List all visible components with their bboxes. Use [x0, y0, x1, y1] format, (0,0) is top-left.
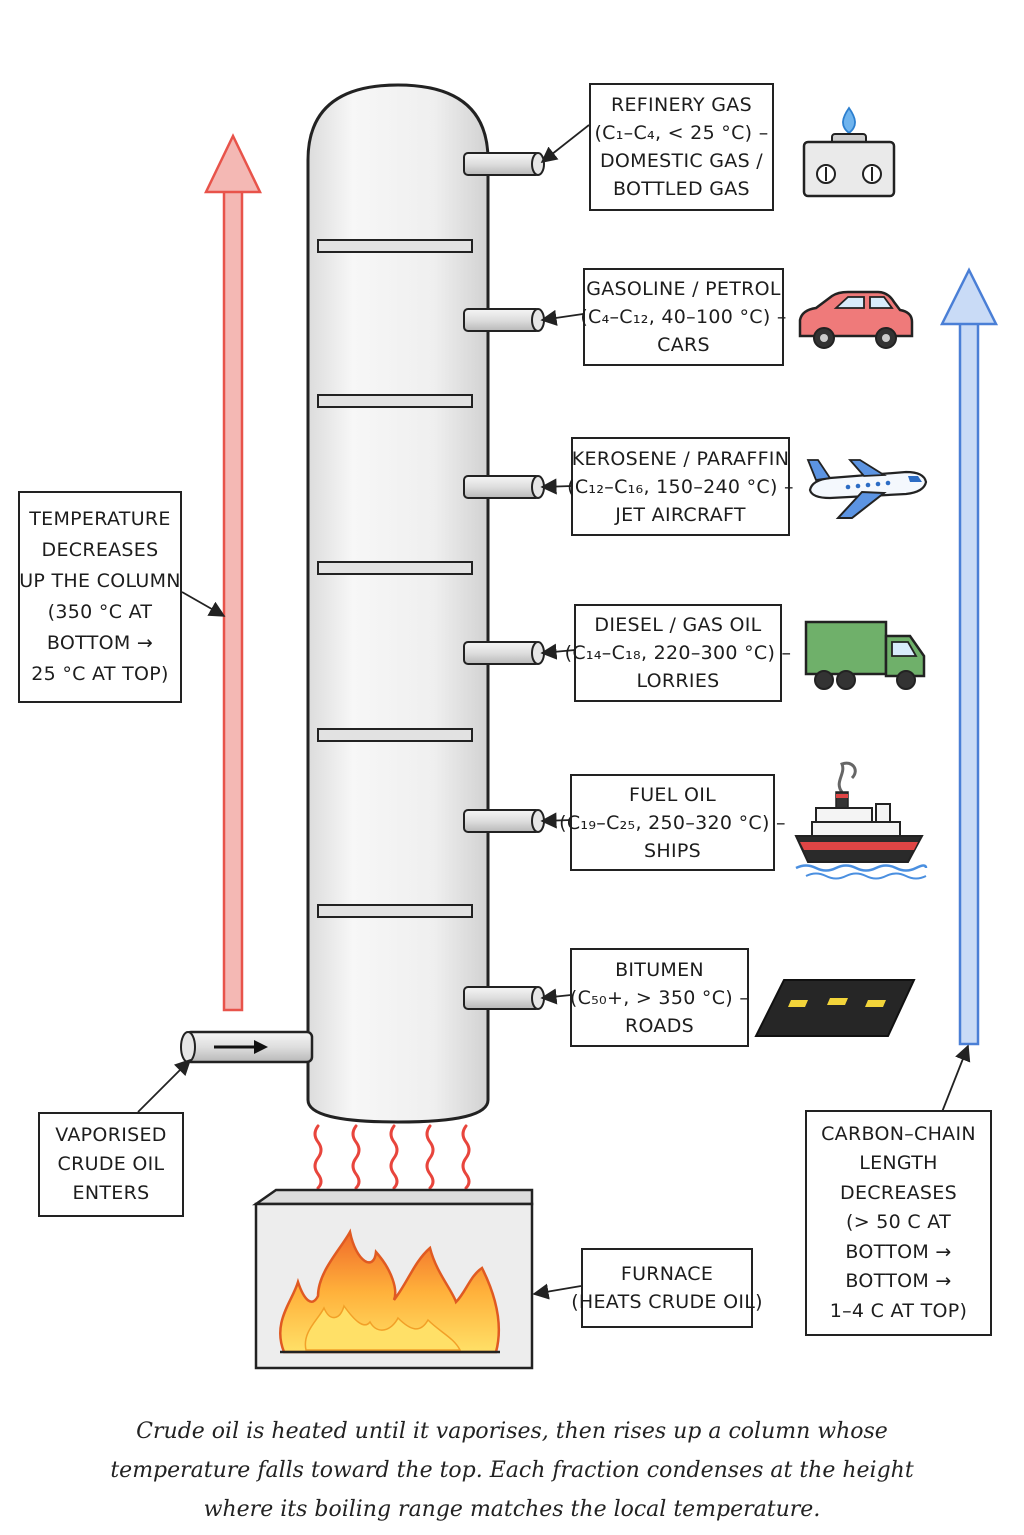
label-gasoline-line2: (C₄–C₁₂, 40–100 °C) – [580, 306, 787, 328]
label-kerosene-line3: JET AIRCRAFT [615, 503, 746, 526]
pointer-vaporised [137, 1058, 192, 1113]
pointer-gasoline [540, 309, 584, 326]
label-carbon-chain-line1: CARBON–CHAIN [821, 1122, 976, 1145]
outlet-pipe-refinery-gas [463, 152, 545, 176]
tray [317, 904, 473, 918]
label-gasoline-line1: GASOLINE / PETROL [586, 278, 781, 300]
label-temperature-line1: TEMPERATURE [29, 508, 171, 530]
label-bitumen: BITUMEN (C₅₀+, > 350 °C) – ROADS [570, 948, 749, 1047]
road-icon [754, 979, 916, 1037]
pointer-refinery-gas [540, 124, 590, 164]
pointer-furnace [532, 1283, 582, 1300]
label-diesel-line1: DIESEL / GAS OIL [594, 614, 762, 636]
column-trays [317, 239, 473, 918]
tray [317, 561, 473, 575]
label-diesel-line3: LORRIES [636, 670, 720, 692]
label-fuel-oil: FUEL OIL (C₁₉–C₂₅, 250–320 °C) – SHIPS [559, 774, 786, 871]
lorry-icon [804, 620, 926, 690]
label-refinery-gas-line4: BOTTLED GAS [613, 178, 750, 200]
label-temperature-line5: BOTTOM → [46, 632, 154, 654]
pointer-carbon-chain [941, 1044, 971, 1113]
label-furnace-line2: (HEATS CRUDE OIL) [571, 1291, 763, 1313]
pointer-lines [137, 124, 971, 1300]
label-refinery-gas-line3: DOMESTIC GAS / [600, 150, 763, 172]
label-refinery-gas-line1: REFINERY GAS [611, 94, 752, 116]
label-kerosene-line1: KEROSENE / PARAFFIN [571, 447, 790, 470]
airplane-icon [806, 459, 928, 519]
label-carbon-chain-line5: BOTTOM → [845, 1240, 952, 1263]
label-bitumen-line1: BITUMEN [615, 958, 704, 981]
label-temperature-line6: 25 °C AT TOP) [31, 663, 169, 685]
caption-line1: Crude oil is heated until it vaporises, … [136, 1419, 888, 1444]
distillation-column [306, 83, 490, 1124]
label-temperature: TEMPERATURE DECREASES UP THE COLUMN (350… [18, 491, 182, 703]
tray [317, 239, 473, 253]
flame-icon [279, 1228, 501, 1354]
label-diesel: DIESEL / GAS OIL (C₁₄–C₁₈, 220–300 °C) –… [565, 604, 791, 702]
inlet-pipe [180, 1030, 314, 1064]
label-furnace-line1: FURNACE [620, 1263, 714, 1285]
ship-icon [794, 761, 928, 880]
label-carbon-chain-line4: (> 50 C AT [845, 1211, 952, 1234]
label-fuel-oil-line1: FUEL OIL [628, 783, 716, 806]
label-vaporised-line2: CRUDE OIL [57, 1153, 165, 1175]
tray [317, 728, 473, 742]
label-carbon-chain: CARBON–CHAIN LENGTH DECREASES (> 50 C AT… [805, 1110, 992, 1336]
label-temperature-line2: DECREASES [41, 539, 159, 561]
label-carbon-chain-line3: DECREASES [840, 1181, 957, 1204]
caption-line2: temperature falls toward the top. Each f… [110, 1458, 914, 1483]
label-carbon-chain-line6: BOTTOM → [845, 1270, 952, 1293]
label-fuel-oil-line3: SHIPS [644, 839, 701, 862]
pointer-temperature [181, 591, 226, 617]
temperature-arrow [204, 133, 262, 1012]
label-gasoline: GASOLINE / PETROL (C₄–C₁₂, 40–100 °C) – … [580, 268, 787, 366]
label-carbon-chain-line2: LENGTH [859, 1152, 938, 1175]
label-fuel-oil-line2: (C₁₉–C₂₅, 250–320 °C) – [559, 811, 786, 834]
pointer-fuel-oil [540, 812, 572, 829]
label-gasoline-line3: CARS [657, 334, 710, 356]
pointer-diesel [540, 643, 576, 660]
outlet-pipe-bitumen [463, 986, 545, 1010]
label-bitumen-line2: (C₅₀+, > 350 °C) – [569, 986, 750, 1009]
label-vaporised-line3: ENTERS [72, 1182, 150, 1204]
label-temperature-line4: (350 °C AT [47, 601, 153, 623]
label-furnace: FURNACE (HEATS CRUDE OIL) [571, 1248, 763, 1328]
car-icon [798, 290, 914, 349]
label-kerosene: KEROSENE / PARAFFIN (C₁₂–C₁₆, 150–240 °C… [567, 437, 794, 536]
pointer-kerosene [540, 478, 573, 495]
tray [317, 394, 473, 408]
pointer-bitumen [540, 988, 572, 1005]
label-vaporised-line1: VAPORISED [55, 1124, 167, 1146]
caption-line3: where its boiling range matches the loca… [203, 1497, 821, 1522]
label-vaporised: VAPORISED CRUDE OIL ENTERS [38, 1112, 184, 1217]
label-carbon-chain-line7: 1–4 C AT TOP) [829, 1299, 968, 1322]
heat-waves [313, 1124, 471, 1190]
furnace [252, 1188, 534, 1370]
carbon-chain-arrow [939, 267, 999, 1046]
label-diesel-line2: (C₁₄–C₁₈, 220–300 °C) – [564, 642, 792, 664]
label-bitumen-line3: ROADS [624, 1014, 694, 1037]
gas-stove-icon [802, 106, 896, 198]
label-kerosene-line2: (C₁₂–C₁₆, 150–240 °C) – [567, 475, 794, 498]
label-temperature-line3: UP THE COLUMN [19, 570, 181, 592]
flow-arrow-icon [214, 1040, 268, 1054]
label-refinery-gas-line2: (C₁–C₄, < 25 °C) – [594, 122, 769, 144]
label-refinery-gas: REFINERY GAS (C₁–C₄, < 25 °C) – DOMESTIC… [589, 83, 774, 211]
diagram-caption: Crude oil is heated until it vaporises, … [40, 1412, 984, 1529]
